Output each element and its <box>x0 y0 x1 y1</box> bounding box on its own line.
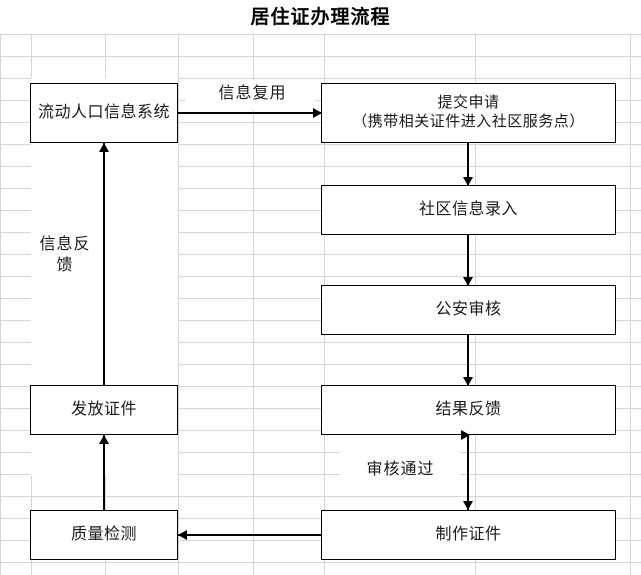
title-backdrop <box>0 0 641 34</box>
edge-label-information-feedback: 信息反 馈 <box>32 235 98 277</box>
node-make-certificate[interactable]: 制作证件 <box>321 510 616 560</box>
label-review-backdrop <box>340 452 460 492</box>
node-community-data-entry[interactable]: 社区信息录入 <box>321 185 616 235</box>
arrowhead-make-to-quality <box>178 530 187 540</box>
edge-label-review-passed: 审核通过 <box>366 461 435 478</box>
node-quality-inspection[interactable]: 质量检测 <box>30 510 178 560</box>
node-issue-certificate-label: 发放证件 <box>70 400 137 418</box>
connector-entry-to-review <box>467 235 469 285</box>
node-quality-inspection-label: 质量检测 <box>70 525 137 543</box>
arrowhead-review-to-feedback <box>463 377 473 386</box>
node-floating-population-system-label: 流动人口信息系统 <box>37 103 170 121</box>
node-issue-certificate[interactable]: 发放证件 <box>30 385 178 435</box>
node-result-feedback-label: 结果反馈 <box>435 400 502 418</box>
page-title: 居住证办理流程 <box>250 7 391 28</box>
node-police-review-label: 公安审核 <box>435 300 502 318</box>
node-floating-population-system[interactable]: 流动人口信息系统 <box>30 83 178 143</box>
node-submit-application-label-line2: （携带相关证件进入社区服务点） <box>352 114 585 130</box>
node-submit-application-label-line1: 提交申请 <box>437 94 500 111</box>
edge-label-information-reuse: 信息复用 <box>218 85 287 102</box>
arrowhead-submit-to-entry <box>463 177 473 186</box>
arrowhead-issue-to-system <box>99 143 109 152</box>
connector-review-to-feedback <box>467 335 469 385</box>
connector-issue-to-system <box>103 143 105 385</box>
connector-make-to-quality <box>178 534 321 536</box>
edge-label-information-feedback-line1: 信息反 <box>39 236 91 253</box>
label-reuse-backdrop <box>185 80 315 110</box>
connector-feedback-to-make <box>467 435 469 510</box>
arrowhead-entry-to-review <box>463 277 473 286</box>
node-police-review[interactable]: 公安审核 <box>321 285 616 335</box>
node-submit-application-text: 提交申请 （携带相关证件进入社区服务点） <box>326 94 611 132</box>
arrowhead-system-to-submit <box>313 108 322 118</box>
arrowhead-make-to-feedback <box>461 430 470 440</box>
node-submit-application[interactable]: 提交申请 （携带相关证件进入社区服务点） <box>321 83 616 143</box>
node-result-feedback[interactable]: 结果反馈 <box>321 385 616 435</box>
connector-quality-to-issue <box>103 435 105 510</box>
node-community-data-entry-label: 社区信息录入 <box>418 200 518 218</box>
node-make-certificate-label: 制作证件 <box>435 525 502 543</box>
arrowhead-quality-to-issue <box>99 435 109 444</box>
connector-system-to-submit <box>178 112 321 114</box>
edge-label-information-feedback-line2: 馈 <box>56 256 74 274</box>
arrowhead-feedback-to-make <box>463 501 473 510</box>
connector-submit-to-entry <box>467 143 469 185</box>
